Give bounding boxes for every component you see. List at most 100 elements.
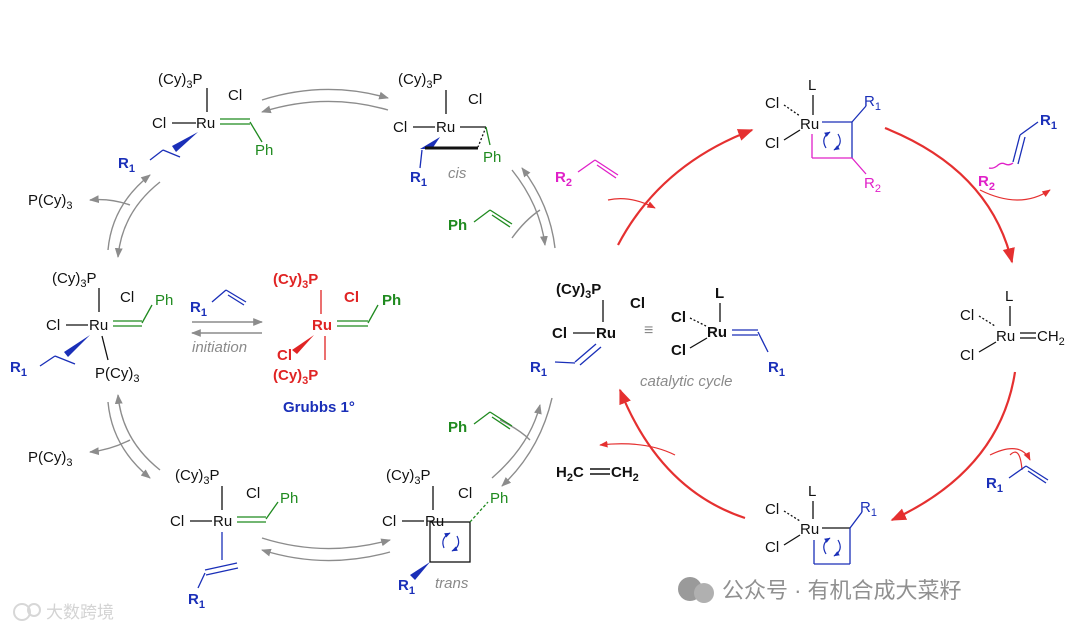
svg-text:Cl: Cl: [246, 485, 260, 502]
svg-text:Cl: Cl: [765, 501, 779, 518]
complex-cis-metallacycle: (Cy)3P Cl Cl Ru Ph R1 cis: [393, 71, 501, 189]
svg-text:(Cy)3P: (Cy)3P: [158, 71, 202, 91]
svg-text:H2C: H2C: [556, 464, 584, 484]
svg-text:R1: R1: [398, 577, 415, 597]
styrene-bottom: Ph: [448, 411, 513, 436]
svg-text:cis: cis: [448, 165, 467, 182]
svg-text:Ru: Ru: [89, 317, 108, 334]
complex-trans-metallacycle: (Cy)3P Cl Cl Ru Ph R1 trans: [382, 467, 508, 597]
complex-left-olefin-adduct: (Cy)3P Cl Cl Ru Ph R1 PP(Cy)(Cy)3: [10, 270, 173, 385]
svg-text:Ru: Ru: [800, 521, 819, 538]
watermark-left: 大数跨境: [13, 603, 114, 622]
svg-text:Cl: Cl: [671, 342, 686, 359]
svg-text:Cl: Cl: [468, 91, 482, 108]
svg-text:Ph: Ph: [155, 292, 173, 309]
svg-text:(Cy)3P: (Cy)3P: [386, 467, 430, 487]
svg-text:公众号 · 有机合成大菜籽: 公众号 · 有机合成大菜籽: [722, 578, 962, 603]
svg-text:CH2: CH2: [1037, 328, 1065, 348]
grubbs-1st-gen-catalyst: (Cy)3P Cl Ru Ph Cl (Cy)3P Grubbs 1°: [273, 271, 401, 416]
active-carbene-species: (Cy)3P Cl Cl Ru R1: [530, 281, 645, 379]
svg-text:Cl: Cl: [277, 347, 292, 364]
svg-text:Ph: Ph: [280, 490, 298, 507]
svg-text:Cl: Cl: [960, 347, 974, 364]
svg-text:Cl: Cl: [960, 307, 974, 324]
svg-text:Ru: Ru: [196, 115, 215, 132]
catalytic-cycle-label: catalytic cycle: [640, 373, 733, 390]
svg-text:(Cy)3P: (Cy)3P: [398, 71, 442, 91]
svg-text:(Cy)3P: (Cy)3P: [175, 467, 219, 487]
svg-text:Ph: Ph: [448, 419, 467, 436]
olefin-r2-in: R2: [555, 159, 619, 189]
complex-bottom-left: (Cy)3P Cl Cl Ru Ph R1: [170, 467, 298, 611]
svg-text:Cl: Cl: [393, 119, 407, 136]
svg-text:(Cy)3P: (Cy)3P: [556, 281, 601, 301]
svg-text:Cl: Cl: [170, 513, 184, 530]
svg-text:(Cy)3P: (Cy)3P: [52, 270, 96, 290]
svg-text:Cl: Cl: [382, 513, 396, 530]
svg-text:Cl: Cl: [46, 317, 60, 334]
svg-text:Ph: Ph: [255, 142, 273, 159]
initiation-label: initiation: [192, 339, 247, 356]
svg-text:R1: R1: [188, 591, 205, 611]
terminal-olefin-initiation: R1: [190, 289, 247, 319]
svg-text:Ph: Ph: [483, 149, 501, 166]
svg-text:PP(Cy)(Cy)3: PP(Cy)(Cy)3: [95, 365, 139, 385]
initiation-cycle-arrows: [89, 88, 556, 562]
metallacycle-bottom-right: L Cl Ru Cl R1: [765, 483, 877, 565]
svg-text:大数跨境: 大数跨境: [46, 603, 114, 622]
svg-text:Ph: Ph: [382, 292, 401, 309]
equivalence-sign: ≡: [644, 322, 653, 339]
svg-text:(Cy)3P: (Cy)3P: [273, 271, 318, 291]
styrene-top: Ph: [448, 209, 513, 234]
svg-text:L: L: [808, 77, 816, 94]
svg-text:Cl: Cl: [552, 325, 567, 342]
svg-text:(Cy)3P: (Cy)3P: [273, 367, 318, 387]
svg-text:R2: R2: [555, 169, 572, 189]
svg-text:Cl: Cl: [671, 309, 686, 326]
svg-text:Cl: Cl: [344, 289, 359, 306]
grubbs-label: Grubbs 1°: [283, 399, 355, 416]
svg-text:R1: R1: [1040, 112, 1057, 132]
svg-text:L: L: [1005, 288, 1013, 305]
svg-text:R1: R1: [410, 169, 427, 189]
svg-text:Ru: Ru: [213, 513, 232, 530]
svg-text:R2: R2: [978, 173, 995, 193]
svg-text:Ru: Ru: [436, 119, 455, 136]
generic-carbene-L: L Cl Ru Cl R1: [671, 285, 785, 379]
svg-text:Cl: Cl: [120, 289, 134, 306]
svg-text:R1: R1: [118, 155, 135, 175]
svg-text:R1: R1: [10, 359, 27, 379]
svg-text:R1: R1: [530, 359, 547, 379]
pcy3-released-top: P(Cy)3: [28, 192, 72, 212]
olefin-r1-in: R1: [986, 465, 1049, 495]
svg-text:Cl: Cl: [458, 485, 472, 502]
pcy3-released-bottom: P(Cy)3: [28, 449, 72, 469]
svg-text:CH2: CH2: [611, 464, 639, 484]
svg-text:Ru: Ru: [996, 328, 1015, 345]
svg-text:R2: R2: [864, 175, 881, 195]
svg-text:R1: R1: [190, 299, 207, 319]
svg-text:R1: R1: [864, 93, 881, 113]
svg-text:Cl: Cl: [765, 95, 779, 112]
svg-text:R1: R1: [768, 359, 785, 379]
ethylene-byproduct: H2C CH2: [556, 464, 639, 484]
svg-text:Cl: Cl: [630, 295, 645, 312]
svg-text:Ph: Ph: [448, 217, 467, 234]
svg-text:R1: R1: [860, 499, 877, 519]
svg-text:L: L: [808, 483, 816, 500]
svg-text:Ru: Ru: [596, 325, 616, 342]
svg-text:trans: trans: [435, 575, 469, 592]
watermark-right: 公众号 · 有机合成大菜籽: [678, 577, 962, 603]
catalytic-cycle-arrows: [599, 126, 1051, 521]
svg-text:Cl: Cl: [228, 87, 242, 104]
complex-top-left: (Cy)3P Cl Cl Ru Ph R1: [118, 71, 273, 175]
svg-text:Ph: Ph: [490, 490, 508, 507]
svg-text:Cl: Cl: [765, 135, 779, 152]
svg-text:Ru: Ru: [312, 317, 332, 334]
metallacycle-top-right: L Cl Ru Cl R1 R2: [765, 77, 881, 195]
svg-text:Cl: Cl: [152, 115, 166, 132]
svg-text:L: L: [715, 285, 724, 302]
cross-product-olefin: R1 R2: [978, 112, 1057, 193]
